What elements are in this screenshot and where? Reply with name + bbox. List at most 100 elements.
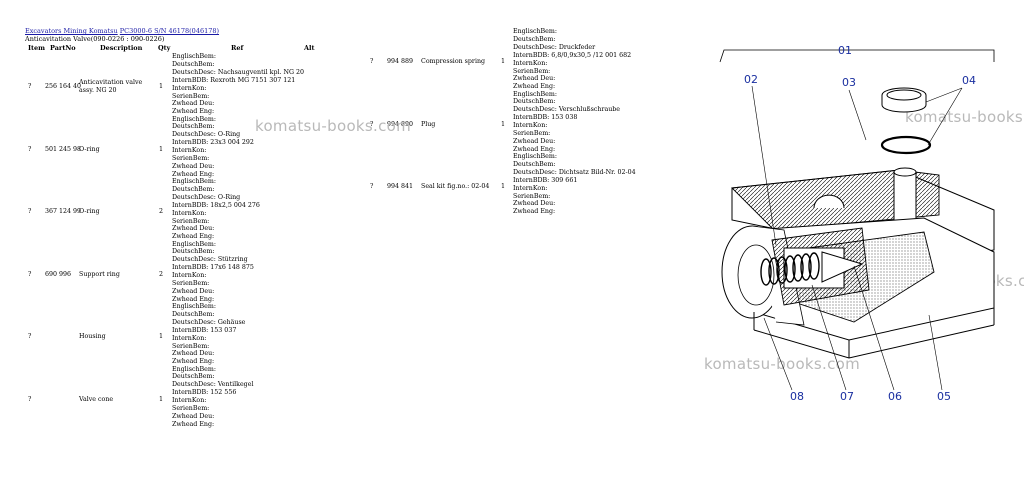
breadcrumb-link-model[interactable]: PC3000-6 S/N 46178(046178) <box>119 27 220 35</box>
qty-cell: 1 <box>501 183 506 190</box>
ref-line: SerienBem: <box>172 342 210 350</box>
col-partno: PartNo <box>50 44 76 52</box>
ref-line: Zwhead Eng: <box>172 420 215 428</box>
ref-line: Zwhead Eng: <box>513 208 556 216</box>
ref-line: EnglischBem: <box>172 240 216 248</box>
description-cell: O-ring <box>79 145 100 153</box>
ref-line: DeutschDesc: Verschlußschraube <box>513 106 621 114</box>
ref-line: InternKon: <box>513 122 548 130</box>
ref-line: Zwhead Eng: <box>172 108 215 116</box>
ref-line: Zwhead Eng: <box>513 145 556 153</box>
ref-line: InternBDB: 153 038 <box>513 114 578 122</box>
qty-cell: 1 <box>501 120 506 128</box>
qty-cell: 1 <box>159 395 164 403</box>
partno-cell: 994 890 <box>387 120 414 128</box>
qty-cell: 1 <box>501 58 506 65</box>
callout-05: 05 <box>937 390 951 403</box>
callout-08: 08 <box>790 390 804 403</box>
ref-line: DeutschBem: <box>172 373 215 381</box>
description-cell: O-ring <box>79 208 100 215</box>
ref-line: DeutschBem: <box>172 123 215 131</box>
description-cell: Housing <box>79 333 106 340</box>
item-cell: ? <box>28 145 32 153</box>
ref-line: InternKon: <box>172 272 207 280</box>
ref-line: EnglischBem: <box>172 178 216 185</box>
ref-line: Zwhead Deu: <box>513 200 556 208</box>
ref-line: DeutschBem: <box>513 160 556 168</box>
watermark: komatsu-books.com <box>255 117 412 135</box>
ref-line: EnglischBem: <box>513 90 557 98</box>
ref-line: Zwhead Deu: <box>172 162 215 170</box>
col-ref: Ref <box>231 44 244 52</box>
item-cell: ? <box>370 120 374 128</box>
ref-line: DeutschDesc: Ventilkegel <box>172 381 254 389</box>
ref-line: Zwhead Deu: <box>172 350 215 358</box>
description-cell: Seal kit fig.no.: 02-04 <box>421 183 490 190</box>
ref-line: EnglischBem: <box>513 153 557 160</box>
description-cell: Plug <box>421 120 436 128</box>
ref-line: DeutschBem: <box>172 310 215 318</box>
ref-line: DeutschBem: <box>172 248 215 256</box>
callout-07: 07 <box>840 390 854 403</box>
breadcrumb-link-category[interactable]: Excavators Mining Komatsu <box>25 27 118 35</box>
ref-line: EnglischBem: <box>172 115 216 123</box>
ref-line: Zwhead Deu: <box>513 75 556 83</box>
ref-line: SerienBem: <box>172 280 210 287</box>
ref-line: SerienBem: <box>172 217 210 225</box>
ref-line: Zwhead Deu: <box>513 137 556 145</box>
partno-cell: 367 124 99 <box>45 208 82 215</box>
qty-cell: 1 <box>159 83 164 90</box>
ref-line: DeutschBem: <box>513 35 556 43</box>
ref-line: SerienBem: <box>513 130 551 137</box>
item-cell: ? <box>28 333 32 340</box>
callout-04: 04 <box>962 74 976 87</box>
description-cell: Anticavitation valve assy. NG 20 <box>79 79 143 94</box>
ref-line: InternBDB: 6,8/0,9x30,5 /12 001 682 <box>513 51 632 59</box>
ref-line: InternBDB: Rexroth MG 7151 307 121 <box>172 76 296 84</box>
ref-line: InternBDB: 17x6 148 875 <box>172 264 254 272</box>
watermark: komatsu-books.com <box>905 108 1024 126</box>
page-subtitle: Anticavitation Valve(090-0226 : 090-0226… <box>25 35 165 43</box>
ref-line: Zwhead Deu: <box>172 287 215 295</box>
ref-line: SerienBem: <box>513 192 551 200</box>
ref-line: DeutschDesc: Dichtsatz Bild-Nr. 02-04 <box>513 168 636 176</box>
ref-line: Zwhead Eng: <box>513 83 556 91</box>
col-description: Description <box>100 44 143 52</box>
item-cell: ? <box>370 58 374 65</box>
col-item: Item <box>28 44 46 52</box>
ref-line: DeutschDesc: O-Ring <box>172 131 241 139</box>
ref-line: SerienBem: <box>172 405 210 412</box>
item-cell: ? <box>28 395 32 403</box>
ref-line: DeutschDesc: Nachsaugventil kpl. NG 20 <box>172 68 305 76</box>
ref-line: EnglischBem: <box>172 303 216 310</box>
ref-line: EnglischBem: <box>513 28 557 35</box>
item-cell: ? <box>28 270 32 278</box>
ref-line: InternKon: <box>172 209 207 217</box>
description-cell: Support ring <box>79 270 120 278</box>
partno-cell: 690 996 <box>45 270 72 278</box>
ref-line: InternKon: <box>172 147 207 155</box>
qty-cell: 1 <box>159 333 164 340</box>
callout-02: 02 <box>744 73 758 86</box>
ref-line: Zwhead Eng: <box>172 170 215 178</box>
ref-line: DeutschBem: <box>513 98 556 106</box>
col-qty: Qty <box>158 44 171 52</box>
qty-cell: 1 <box>159 145 164 153</box>
partno-cell: 501 245 98 <box>45 145 82 153</box>
ref-line: Zwhead Deu: <box>172 412 215 420</box>
ref-line: Zwhead Eng: <box>172 358 215 366</box>
ref-line: EnglischBem: <box>172 365 216 373</box>
ref-line: InternKon: <box>172 334 207 342</box>
ref-line: DeutschBem: <box>172 60 215 68</box>
ref-line: Zwhead Deu: <box>172 100 215 108</box>
ref-line: InternBDB: 18x2,5 004 276 <box>172 201 260 209</box>
item-cell: ? <box>28 208 32 215</box>
description-cell: Valve cone <box>79 395 114 403</box>
col-alt: Alt <box>304 44 315 52</box>
document-header: Excavators Mining Komatsu PC3000-6 S/N 4… <box>25 27 219 43</box>
exploded-view-diagram: 01 02 03 04 05 06 07 08 <box>719 44 995 403</box>
ref-line: DeutschDesc: Gehäuse <box>172 318 246 326</box>
ref-line: EnglischBem: <box>172 53 216 60</box>
item-cell: ? <box>370 183 374 190</box>
ref-line: SerienBem: <box>172 92 210 100</box>
